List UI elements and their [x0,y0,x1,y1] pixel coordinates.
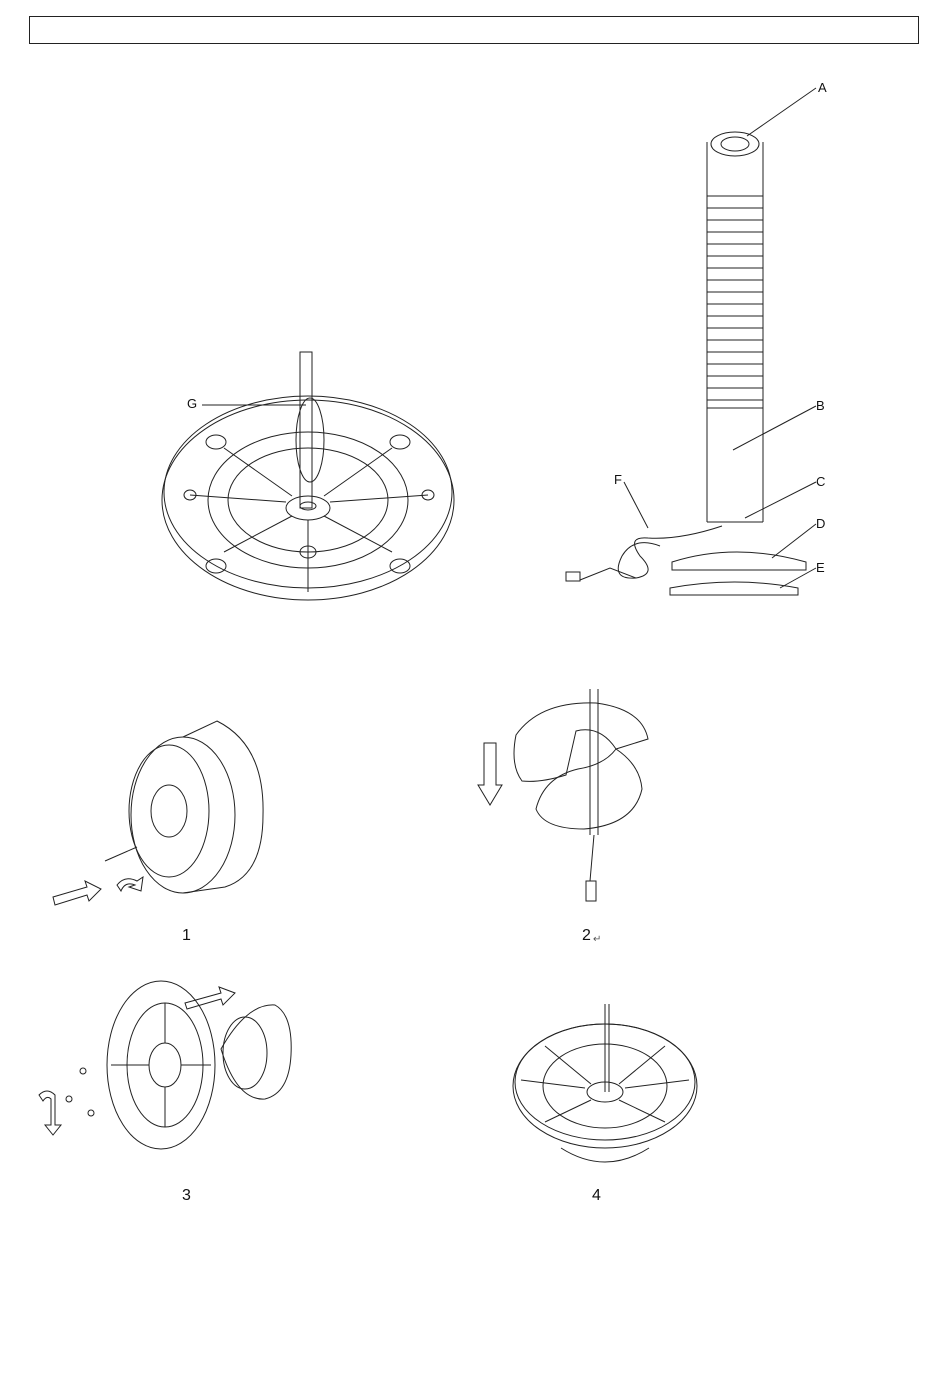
step-3-label: 3 [182,1187,191,1205]
step-2-diagram [480,685,680,915]
callout-d-label: D [816,516,825,531]
step-1-diagram [45,715,285,910]
callout-b-label: B [816,398,825,413]
step-4-diagram [505,1000,705,1180]
callout-a-label: A [818,80,827,95]
step-1-label: 1 [182,927,191,945]
callout-c-label: C [816,474,825,489]
callout-e-label: E [816,560,825,575]
step-4-label: 4 [592,1187,601,1205]
step-2-label: 2 [582,927,591,945]
tower-fan-diagram [540,80,830,610]
callout-f-label: F [614,472,622,487]
header-box [29,16,919,44]
step-2-return-mark: ↵ [593,934,601,945]
base-diagram [150,340,470,620]
step-3-diagram [25,975,315,1175]
callout-g-label: G [187,396,197,411]
callout-g-line [200,400,310,412]
